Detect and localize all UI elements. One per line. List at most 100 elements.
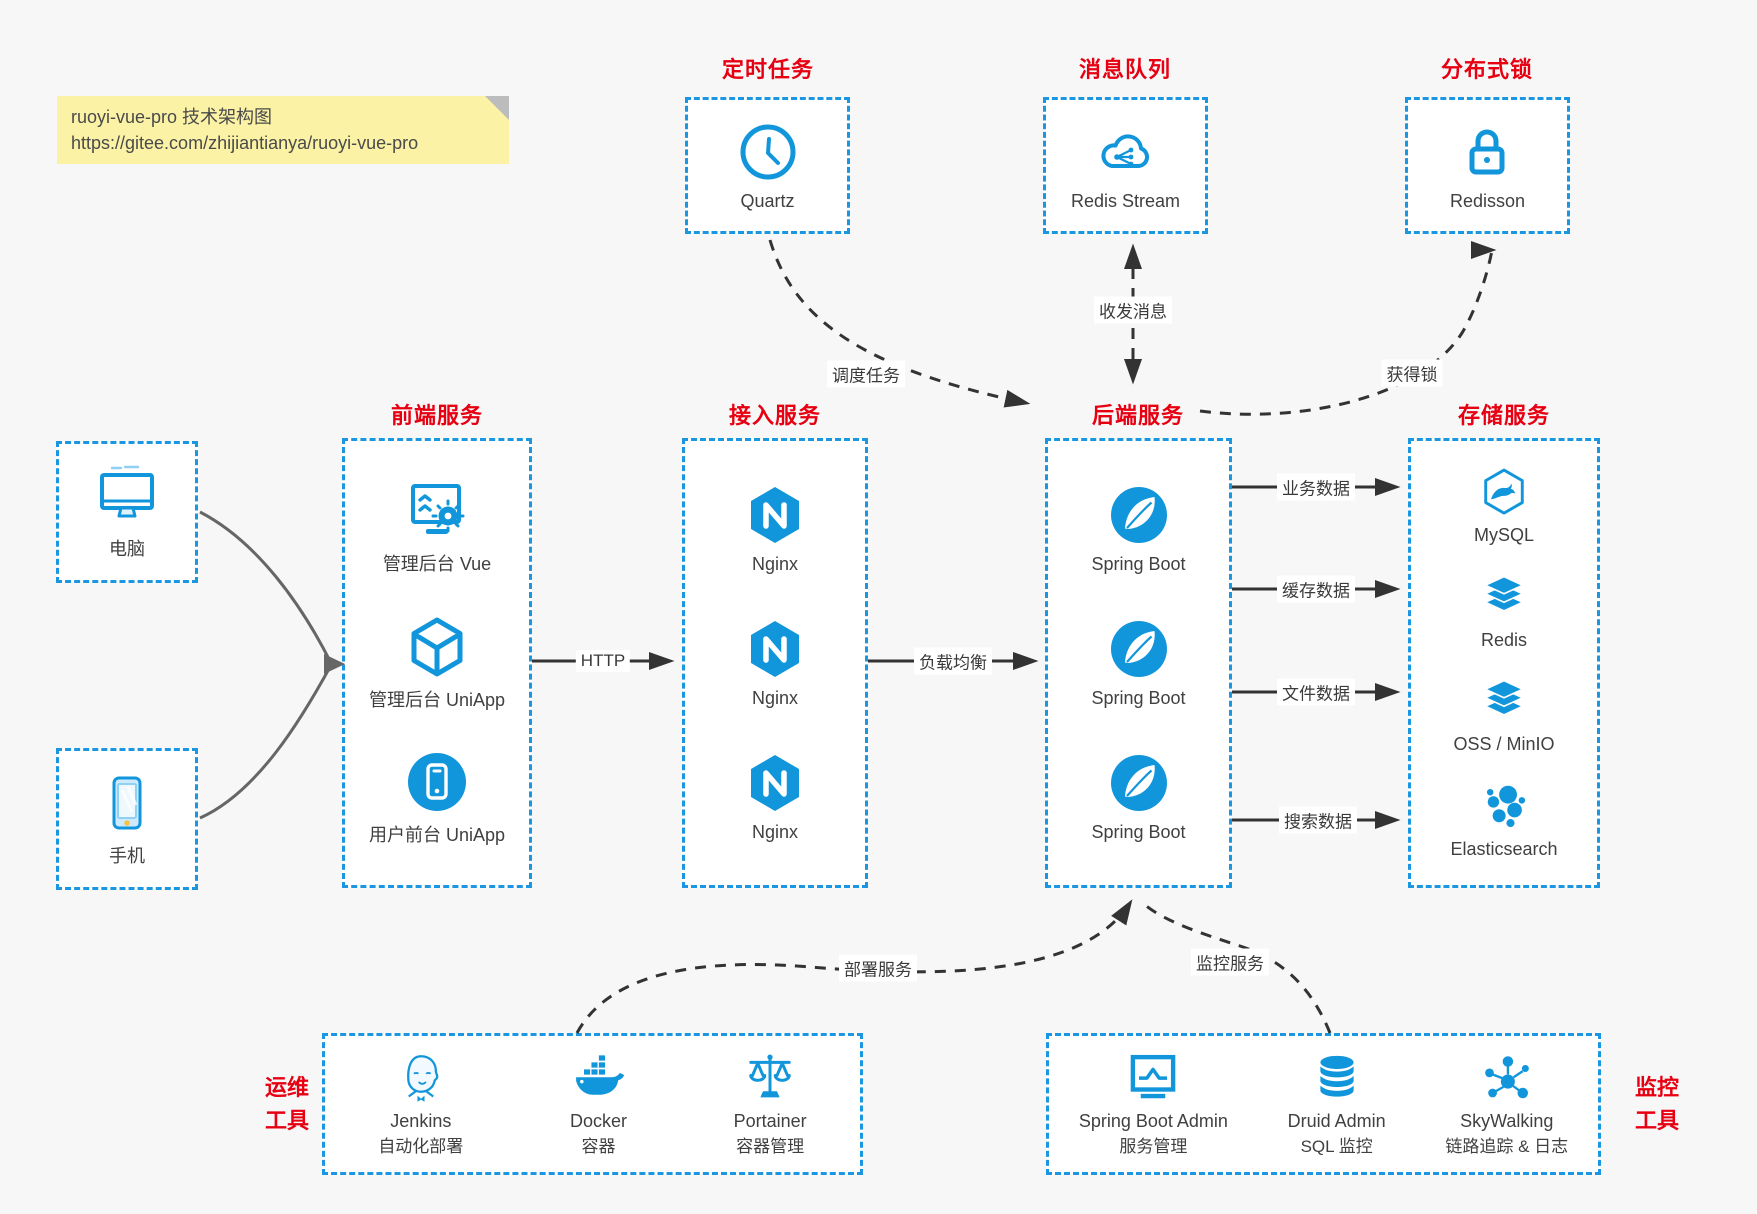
devops-item-docker: Docker 容器 <box>570 1051 627 1157</box>
storage-item-label: MySQL <box>1473 524 1534 545</box>
storage-item-redis: Redis <box>1478 571 1530 651</box>
spring-boot-icon <box>1107 751 1171 815</box>
spring-boot-admin-icon <box>1125 1051 1181 1107</box>
storage-item-label: Elasticsearch <box>1450 839 1558 860</box>
devops-item-jenkins: Jenkins 自动化部署 <box>378 1051 463 1157</box>
nginx-icon <box>743 483 807 547</box>
oss-stack-icon <box>1478 675 1530 727</box>
backend-item-label: Spring Boot <box>1091 688 1186 708</box>
backend-item-label: Spring Boot <box>1091 822 1186 842</box>
backend-item-spring-1: Spring Boot <box>1091 483 1186 575</box>
sticky-note: ruoyi-vue-pro 技术架构图 https://gitee.com/zh… <box>57 96 509 164</box>
storage-item-oss-minio: OSS / MinIO <box>1453 675 1555 755</box>
cloud-share-icon <box>1093 120 1157 184</box>
frontend-item-label: 管理后台 UniApp <box>368 689 506 710</box>
edge-label-schedule-task: 调度任务 <box>827 360 905 388</box>
devops-side-label-line2: 工具 <box>264 1108 309 1133</box>
mq-box: Redis Stream <box>1043 97 1208 234</box>
devops-item-name: Portainer <box>733 1111 807 1131</box>
group-title-lock: 分布式锁 <box>1440 57 1534 82</box>
computer-icon <box>95 464 159 528</box>
devops-box: Jenkins 自动化部署 Docker 容器 Portainer 容器管理 <box>322 1033 863 1175</box>
monitoring-item-druid: Druid Admin SQL 监控 <box>1288 1051 1386 1157</box>
devops-item-desc: 容器管理 <box>736 1137 805 1156</box>
backend-item-spring-2: Spring Boot <box>1091 617 1186 709</box>
edge-label-cache-data: 缓存数据 <box>1277 575 1355 603</box>
monitoring-item-name: SkyWalking <box>1460 1111 1554 1131</box>
note-fold-corner <box>485 96 509 120</box>
group-title-frontend: 前端服务 <box>390 403 484 428</box>
frontend-item-admin-uniapp: 管理后台 UniApp <box>369 615 505 712</box>
monitoring-item-desc: SQL 监控 <box>1300 1137 1373 1156</box>
devops-item-portainer: Portainer 容器管理 <box>734 1051 807 1157</box>
redis-stack-icon <box>1478 571 1530 623</box>
devops-item-name: Jenkins <box>390 1111 452 1131</box>
client-computer-label: 电脑 <box>109 538 145 559</box>
smartphone-icon <box>95 771 159 835</box>
gateway-item-nginx-3: Nginx <box>743 751 807 843</box>
gateway-box: Nginx Nginx Nginx <box>682 438 868 888</box>
gateway-item-label: Nginx <box>751 688 799 708</box>
gateway-item-nginx-2: Nginx <box>743 617 807 709</box>
storage-item-mysql: MySQL <box>1474 466 1534 546</box>
backend-box: Spring Boot Spring Boot Spring Boot <box>1045 438 1232 888</box>
monitoring-item-sba: Spring Boot Admin 服务管理 <box>1079 1051 1228 1157</box>
lock-icon <box>1455 120 1519 184</box>
gateway-item-label: Nginx <box>751 554 799 574</box>
storage-box: MySQL Redis OSS / MinIO Elasticsearch <box>1408 438 1600 888</box>
monitoring-box: Spring Boot Admin 服务管理 Druid Admin SQL 监… <box>1046 1033 1601 1175</box>
uniapp-cube-icon <box>405 615 469 679</box>
scheduler-box: Quartz <box>685 97 850 234</box>
group-title-storage: 存储服务 <box>1457 403 1551 428</box>
spring-boot-icon <box>1107 617 1171 681</box>
gateway-item-nginx-1: Nginx <box>743 483 807 575</box>
storage-item-label: OSS / MinIO <box>1453 734 1555 755</box>
edge-label-file-data: 文件数据 <box>1277 678 1355 706</box>
devops-item-desc: 自动化部署 <box>378 1137 464 1156</box>
nginx-icon <box>743 617 807 681</box>
edge-computer-to-frontend <box>199 510 332 662</box>
edge-label-deploy-service: 部署服务 <box>839 954 917 982</box>
admin-vue-icon <box>405 479 469 543</box>
edge-label-search-data: 搜索数据 <box>1279 806 1357 834</box>
jenkins-icon <box>393 1051 449 1107</box>
monitoring-item-skywalking: SkyWalking 链路追踪 & 日志 <box>1445 1051 1568 1157</box>
gateway-item-label: Nginx <box>751 822 799 842</box>
storage-item-elasticsearch: Elasticsearch <box>1450 780 1558 860</box>
note-title: ruoyi-vue-pro 技术架构图 <box>71 107 273 127</box>
note-url: https://gitee.com/zhijiantianya/ruoyi-vu… <box>71 133 419 153</box>
devops-item-name: Docker <box>569 1111 627 1131</box>
client-computer-box: 电脑 <box>56 441 198 583</box>
clock-icon <box>736 120 800 184</box>
monitoring-side-label: 监控 工具 <box>1622 1071 1692 1137</box>
group-title-mq: 消息队列 <box>1078 57 1172 82</box>
frontend-item-label: 用户前台 UniApp <box>368 824 506 845</box>
mq-item-label: Redis Stream <box>1070 190 1181 211</box>
backend-item-label: Spring Boot <box>1091 554 1186 574</box>
mysql-icon <box>1478 466 1530 518</box>
user-uniapp-icon <box>405 750 469 814</box>
lock-box: Redisson <box>1405 97 1570 234</box>
client-phone-label: 手机 <box>109 845 145 866</box>
frontend-box: 管理后台 Vue 管理后台 UniApp 用户前台 UniApp <box>342 438 532 888</box>
nginx-icon <box>743 751 807 815</box>
frontend-item-user-uniapp: 用户前台 UniApp <box>369 750 505 847</box>
edge-label-load-balance: 负载均衡 <box>914 647 992 675</box>
storage-item-label: Redis <box>1480 629 1528 650</box>
edge-label-send-receive-message: 收发消息 <box>1094 296 1172 324</box>
monitoring-item-name: Druid Admin <box>1287 1111 1386 1131</box>
edge-label-http: HTTP <box>575 650 631 672</box>
edge-label-acquire-lock: 获得锁 <box>1381 359 1443 387</box>
devops-side-label-line1: 运维 <box>264 1075 309 1100</box>
monitoring-item-desc: 服务管理 <box>1119 1137 1188 1156</box>
frontend-item-label: 管理后台 Vue <box>382 554 492 575</box>
skywalking-icon <box>1479 1051 1535 1107</box>
group-title-gateway: 接入服务 <box>728 403 822 428</box>
monitoring-side-label-line2: 工具 <box>1634 1108 1679 1133</box>
edge-label-monitor-service: 监控服务 <box>1191 948 1269 976</box>
lock-item-label: Redisson <box>1449 190 1526 211</box>
elasticsearch-icon <box>1478 780 1530 832</box>
spring-boot-icon <box>1107 483 1171 547</box>
monitoring-side-label-line1: 监控 <box>1634 1075 1679 1100</box>
